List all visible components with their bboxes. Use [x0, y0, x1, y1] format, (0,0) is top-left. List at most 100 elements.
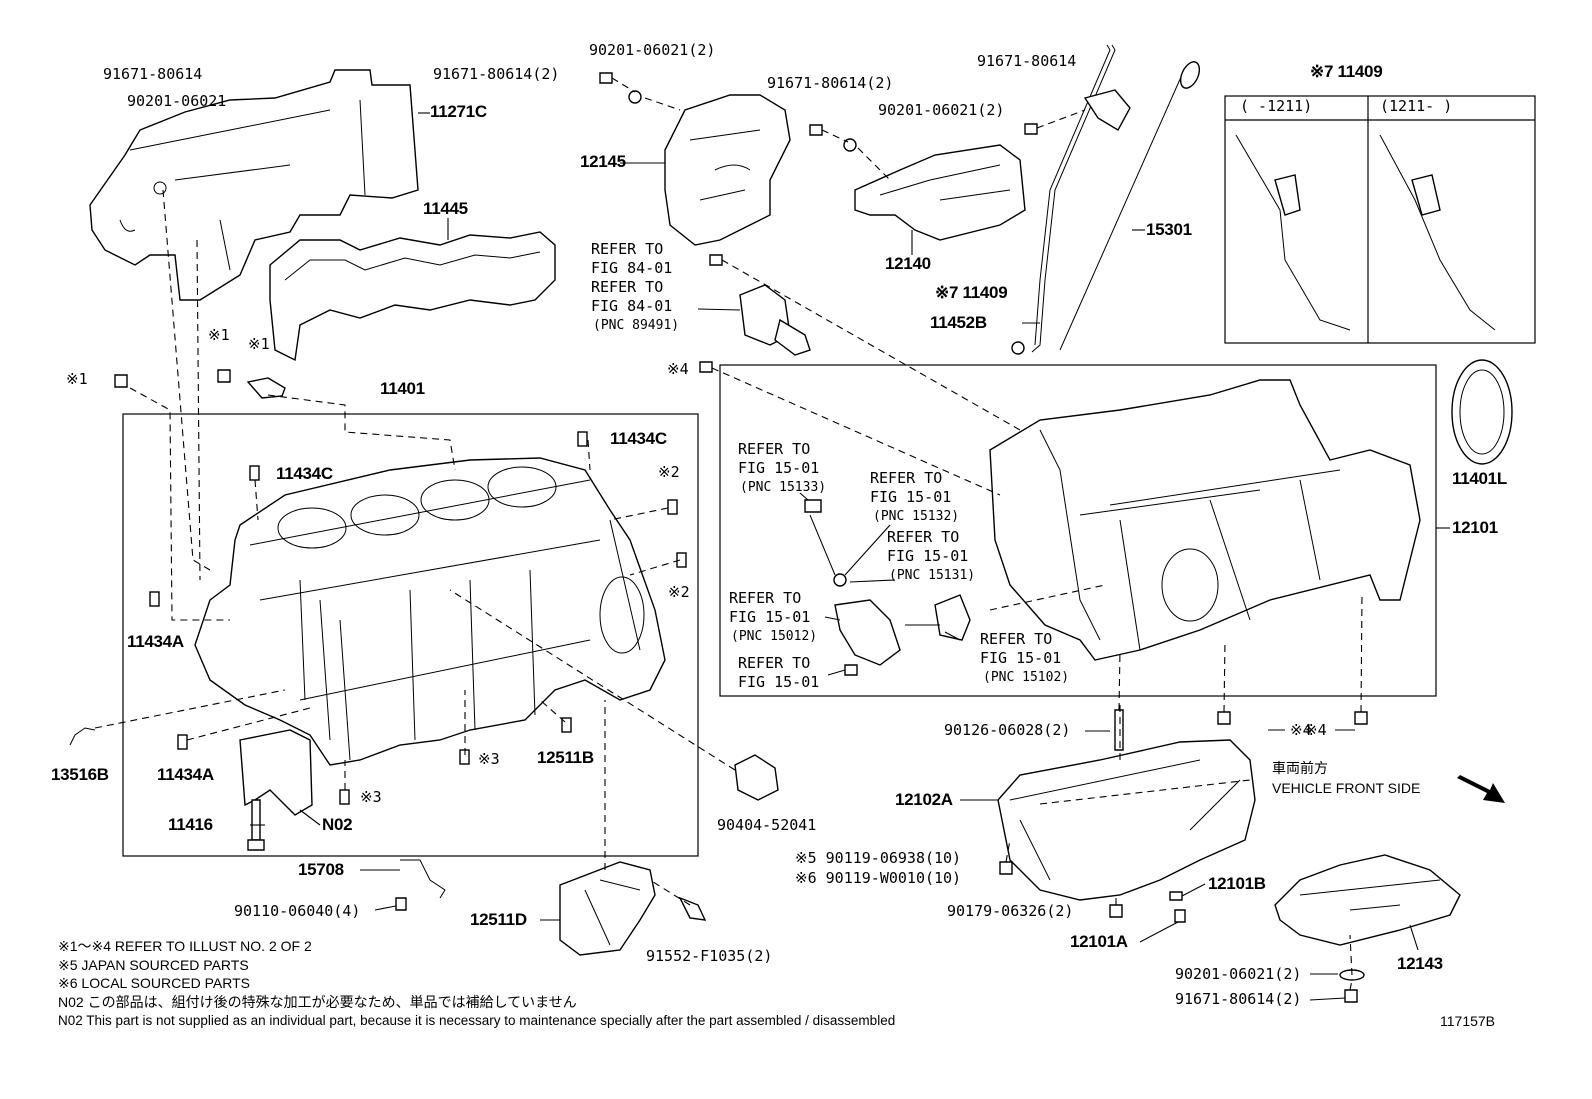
part-label-91671-80614-br: 91671-80614(2)	[1175, 990, 1302, 1008]
cylinder-block-11401	[194, 457, 666, 766]
oil-pan-frame	[719, 364, 1437, 697]
refer-pnc: (PNC 15012)	[731, 629, 818, 644]
mark-1: ※1	[66, 370, 88, 388]
oil-seal-11401l	[1451, 359, 1513, 465]
part-label-11434c: 11434C	[610, 429, 667, 448]
part-label-90119-w0010: ※6 90119-W0010(10)	[795, 869, 962, 887]
inset-column-after: (1211- )	[1380, 97, 1453, 115]
refer-to-label[interactable]: REFER TO	[591, 240, 664, 258]
part-label-11434a: 11434A	[127, 632, 184, 651]
part-label-12102a: 12102A	[895, 790, 953, 809]
part-label-15708: 15708	[298, 860, 344, 879]
part-label-12143: 12143	[1397, 954, 1443, 973]
dipstick-inset-frame	[1224, 95, 1536, 344]
part-label-11401l: 11401L	[1452, 469, 1507, 488]
footnote-local-sourced: ※6 LOCAL SOURCED PARTS	[58, 975, 250, 991]
mark-3: ※3	[360, 788, 382, 806]
part-label-11401: 11401	[380, 379, 425, 398]
refer-to-label[interactable]: REFER TO	[729, 589, 802, 607]
mark-4: ※4	[1290, 721, 1312, 739]
part-label-12101b: 12101B	[1208, 874, 1266, 893]
part-label-12101: 12101	[1452, 518, 1498, 537]
refer-to-label[interactable]: REFER TO	[870, 469, 943, 487]
part-label-90201-06021: 90201-06021	[127, 92, 227, 110]
refer-pnc: (PNC 15132)	[873, 509, 960, 524]
mark-3: ※3	[478, 750, 500, 768]
refer-to-label[interactable]: REFER TO	[738, 440, 811, 458]
oil-pan-lower-12102a	[997, 739, 1256, 901]
part-label-11434c: 11434C	[276, 464, 333, 483]
refer-fig-link[interactable]: FIG 15-01	[738, 459, 820, 477]
switch-90404	[734, 754, 779, 801]
part-label-90179-06326: 90179-06326(2)	[947, 902, 1074, 920]
gasket-11445	[269, 231, 556, 362]
part-label-11409-inset: ※7 11409	[1310, 62, 1383, 81]
part-label-12101a: 12101A	[1070, 932, 1128, 951]
part-label-90201-06021-2b: 90201-06021(2)	[878, 101, 1005, 119]
refer-to-label[interactable]: REFER TO	[591, 278, 664, 296]
pipe-13516b	[69, 727, 96, 746]
part-label-13516b: 13516B	[51, 765, 109, 784]
part-label-n02: N02	[322, 815, 353, 834]
oil-level-gauge-15301	[1059, 67, 1186, 351]
oil-pan-upper-12101	[989, 379, 1421, 661]
part-label-12511b: 12511B	[537, 748, 594, 767]
part-label-91671-80614-2: 91671-80614(2)	[433, 65, 560, 83]
part-label-91671-80614-top: 91671-80614	[977, 52, 1077, 70]
refer-pnc: (PNC 15133)	[740, 480, 827, 495]
mark-4: ※4	[1305, 721, 1327, 739]
part-label-12511d: 12511D	[470, 910, 527, 929]
mark-1: ※1	[248, 335, 270, 353]
part-label-12145: 12145	[580, 152, 626, 171]
refer-to-label[interactable]: REFER TO	[887, 528, 960, 546]
cover-12143	[1274, 854, 1461, 946]
bracket-12140	[854, 144, 1026, 241]
refer-fig-link[interactable]: FIG 15-01	[887, 547, 969, 565]
part-label-11445: 11445	[423, 199, 468, 218]
part-label-11271c: 11271C	[430, 102, 487, 121]
refer-pnc: (PNC 89491)	[593, 318, 680, 333]
refer-fig-link[interactable]: FIG 15-01	[738, 673, 820, 691]
part-label-91671-80614: 91671-80614	[103, 65, 203, 83]
footnote-refer-illust: ※1～※4 REFER TO ILLUST NO. 2 OF 2	[58, 938, 312, 954]
footnote-n02-jp: N02 この部品は、組付け後の特殊な加工が必要なため、単品では補給していません	[58, 994, 577, 1010]
mark-4: ※4	[667, 360, 689, 378]
vehicle-front-arrow	[1457, 775, 1505, 803]
refer-fig-link[interactable]: FIG 15-01	[729, 608, 811, 626]
refer-fig-link[interactable]: FIG 84-01	[591, 297, 673, 315]
insulator-11271c	[89, 69, 419, 301]
part-label-90201-06021-br: 90201-06021(2)	[1175, 965, 1302, 983]
part-label-90404-52041: 90404-52041	[717, 816, 817, 834]
part-label-90119-06938: ※5 90119-06938(10)	[795, 849, 962, 867]
refer-to-label[interactable]: REFER TO	[980, 630, 1053, 648]
part-label-12140: 12140	[885, 254, 931, 273]
oil-level-gauge-guide-11409	[1031, 44, 1116, 353]
refer-pnc: (PNC 15102)	[983, 670, 1070, 685]
refer-fig-link[interactable]: FIG 15-01	[870, 488, 952, 506]
part-label-11452b: 11452B	[930, 313, 987, 332]
part-label-90110-06040: 90110-06040(4)	[234, 902, 361, 920]
part-label-90201-06021-2: 90201-06021(2)	[589, 41, 716, 59]
refer-pnc: (PNC 15131)	[889, 568, 976, 583]
footnote-n02-en: N02 This part is not supplied as an indi…	[58, 1013, 896, 1028]
mark-1: ※1	[208, 326, 230, 344]
bracket-12145	[664, 94, 791, 246]
cylinder-block-frame	[122, 413, 699, 857]
part-label-91671-80614-2b: 91671-80614(2)	[767, 74, 894, 92]
footnote-japan-sourced: ※5 JAPAN SOURCED PARTS	[58, 957, 249, 973]
part-label-15301: 15301	[1146, 220, 1192, 239]
bearing-cap-n02	[239, 729, 313, 816]
refer-to-label[interactable]: REFER TO	[738, 654, 811, 672]
refer-fig-link[interactable]: FIG 84-01	[591, 259, 673, 277]
part-label-11434a: 11434A	[157, 765, 214, 784]
bracket-12511d	[559, 861, 656, 956]
bolt-11416	[251, 799, 261, 841]
part-label-90126-06028: 90126-06028(2)	[944, 721, 1071, 739]
part-label-91552-f1035: 91552-F1035(2)	[646, 947, 773, 965]
o-ring-11452b	[1011, 341, 1025, 355]
illustration-number: 117157B	[1440, 1013, 1496, 1029]
refer-fig-link[interactable]: FIG 15-01	[980, 649, 1062, 667]
mark-2: ※2	[658, 463, 680, 481]
vehicle-front-jp: 車両前方	[1272, 760, 1328, 776]
